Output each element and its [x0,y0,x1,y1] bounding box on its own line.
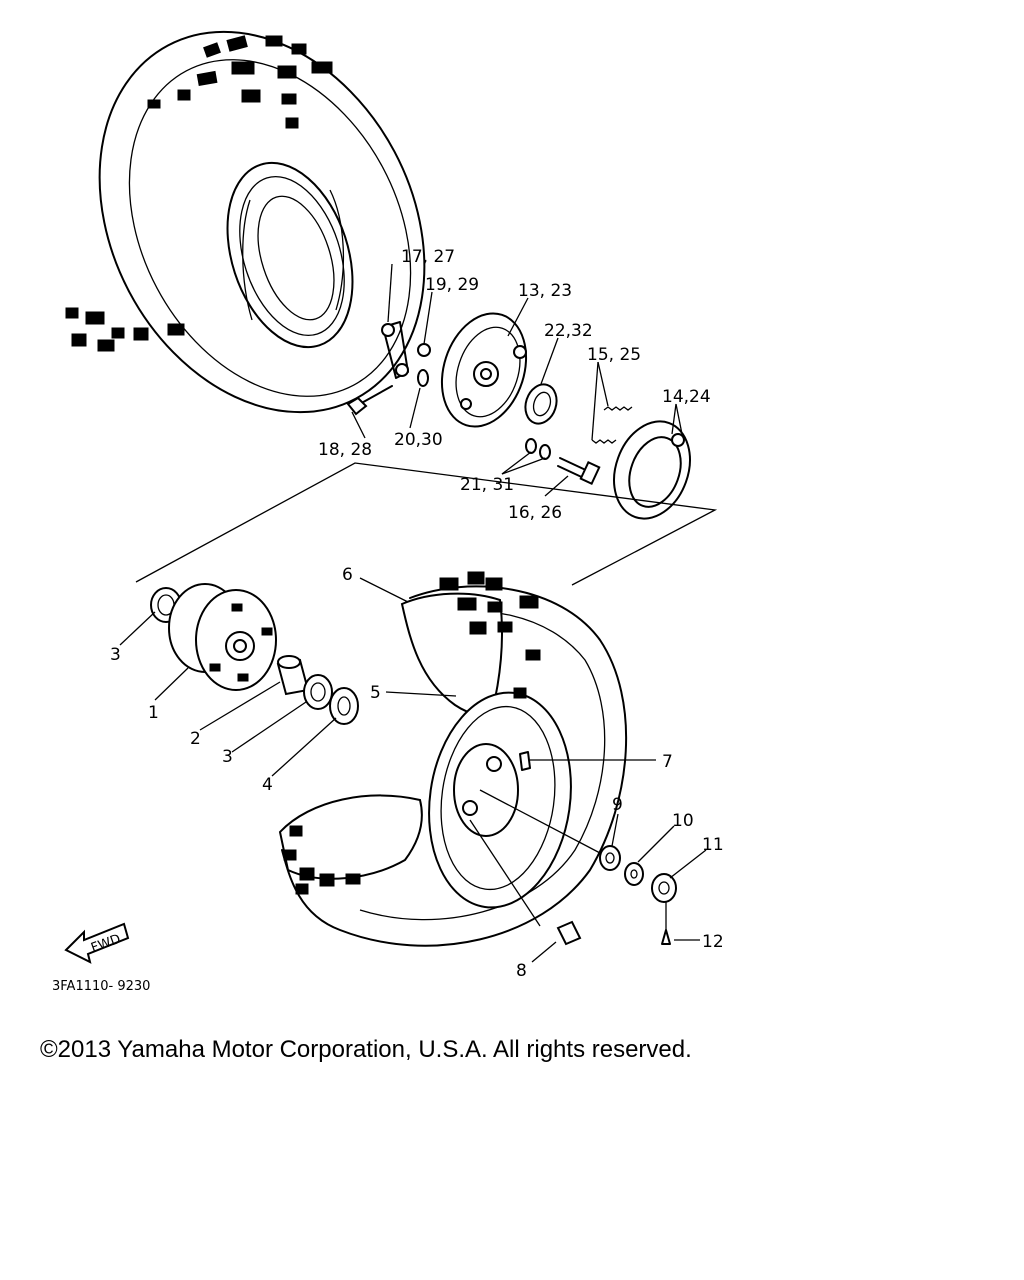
forward-arrow-icon: FWD [64,922,130,964]
callout-leader-lines [119,263,707,963]
hub-parts-drawing [150,583,359,725]
callout-19-29: 19, 29 [425,275,479,295]
callout-2: 2 [190,729,201,749]
callout-labels: 17, 27 19, 29 13, 23 22,32 15, 25 14,24 … [110,247,724,981]
callout-3-upper: 3 [110,645,121,665]
callout-20-30: 20,30 [394,430,443,450]
assembly-guide-lines [135,462,718,586]
callout-21-31: 21, 31 [460,475,514,495]
callout-7: 7 [662,752,673,772]
callout-10: 10 [672,811,694,831]
callout-8: 8 [516,961,527,981]
callout-18-28: 18, 28 [318,440,372,460]
axle-hardware-drawing [556,845,677,946]
callout-22-32: 22,32 [544,321,593,341]
callout-4: 4 [262,775,273,795]
brake-parts-drawing [346,312,691,520]
callout-9: 9 [612,795,623,815]
callout-6: 6 [342,565,353,585]
callout-13-23: 13, 23 [518,281,572,301]
callout-14-24: 14,24 [662,387,711,407]
drawing-code: 3FA1110- 9230 [52,979,150,994]
callout-3-lower: 3 [222,747,233,767]
upper-tire-drawing [65,30,426,414]
copyright-notice: ©2013 Yamaha Motor Corporation, U.S.A. A… [40,1036,692,1063]
callout-16-26: 16, 26 [508,503,562,523]
lower-tire-drawing [278,571,628,947]
callout-17-27: 17, 27 [401,247,455,267]
callout-5: 5 [370,683,381,703]
callout-1: 1 [148,703,159,723]
callout-11: 11 [702,835,724,855]
callout-15-25: 15, 25 [587,345,641,365]
callout-12: 12 [702,932,724,952]
